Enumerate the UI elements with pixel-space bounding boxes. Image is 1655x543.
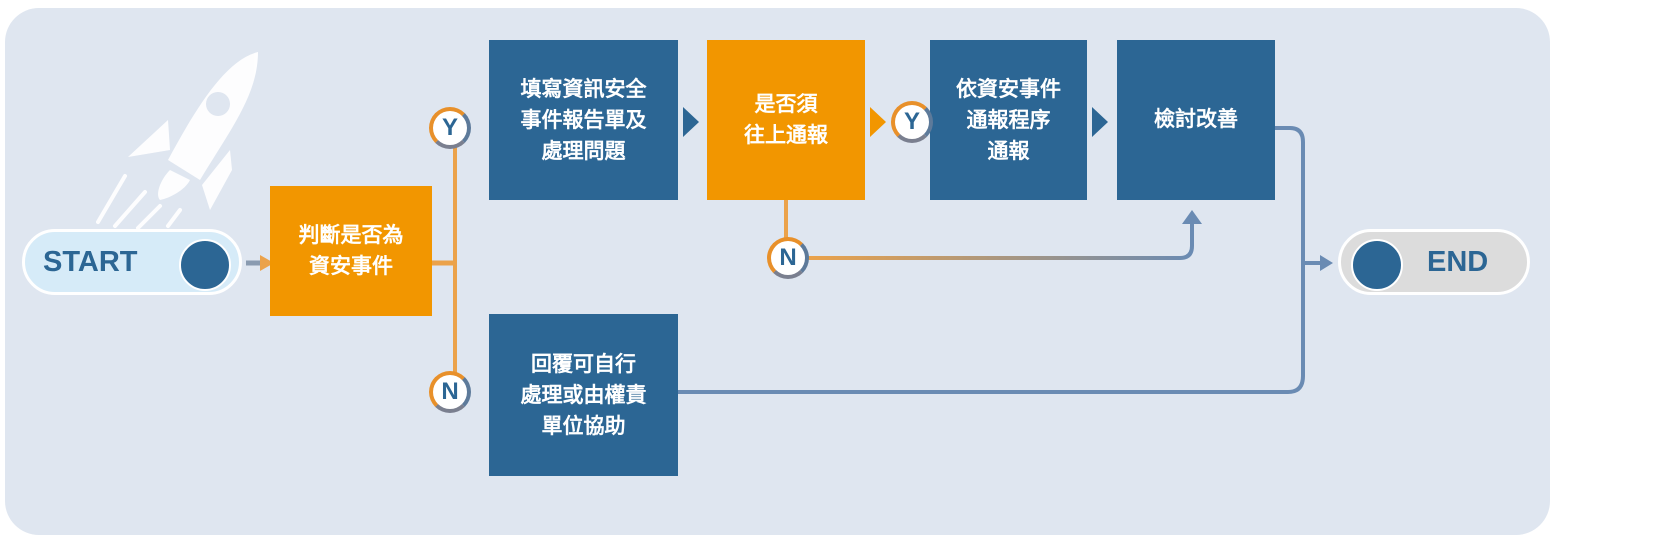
end-dot-icon: [1351, 239, 1403, 291]
no-node: N: [429, 371, 471, 413]
rocket-icon: [96, 52, 258, 230]
step-notify: 依資安事件 通報程序 通報: [930, 40, 1087, 200]
yes-node: Y: [429, 107, 471, 149]
escalate-yes-node: Y: [891, 101, 933, 143]
start-dot-icon: [179, 239, 231, 291]
step-escalate: 是否須 往上通報: [707, 40, 865, 200]
step-judge: 判斷是否為 資安事件: [270, 186, 432, 316]
step-reply: 回覆可自行 處理或由權責 單位協助: [489, 314, 678, 476]
start-terminal: START: [22, 229, 242, 295]
end-label: END: [1427, 246, 1489, 278]
step-report: 填寫資訊安全 事件報告單及 處理問題: [489, 40, 678, 200]
start-label: START: [43, 246, 138, 278]
step-review: 檢討改善: [1117, 40, 1275, 200]
escalate-no-node: N: [767, 237, 809, 279]
end-terminal: END: [1338, 229, 1530, 295]
